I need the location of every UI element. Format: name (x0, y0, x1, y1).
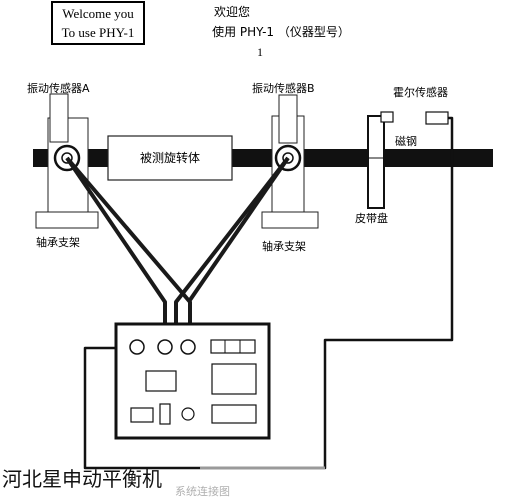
pulley-label: 皮带盘 (355, 211, 388, 225)
knob (181, 407, 195, 421)
rotor-label: 被测旋转体 (140, 150, 200, 165)
button-left (130, 407, 154, 423)
hall-sensor-cable (83, 116, 454, 470)
right-bearing-support (261, 94, 319, 229)
subtitle-text: 使用 PHY-1 （仪器型号） (212, 24, 350, 39)
input-port-3 (180, 339, 196, 355)
watermark-text: 河北星申动平衡机 (2, 467, 162, 491)
bearing-right-label: 轴承支架 (262, 239, 306, 253)
rotor-body (107, 135, 233, 181)
input-port-2 (157, 339, 173, 355)
page-number: 1 (257, 45, 263, 59)
welcome-line2: To use PHY-1 (62, 25, 135, 40)
switch-small (159, 403, 171, 425)
magnet (380, 111, 394, 123)
sensor-cables (65, 156, 290, 340)
button-right (211, 404, 257, 424)
hall-sensor (425, 111, 449, 125)
input-port-1 (129, 339, 145, 355)
sensor-b-label: 振动传感器B (252, 81, 315, 95)
main-shaft (33, 149, 493, 167)
hall-sensor-label: 霍尔传感器 (393, 86, 448, 99)
left-bearing-support (35, 93, 99, 229)
display-window-large (211, 363, 257, 395)
magnet-label: 磁钢 (395, 135, 417, 148)
instrument-unit (114, 322, 271, 440)
belt-pulley (367, 115, 385, 209)
greeting-text: 欢迎您 (214, 4, 250, 19)
diagram-caption: 系统连接图 (175, 485, 230, 498)
indicator-panel (210, 339, 256, 354)
sensor-a-label: 振动传感器A (27, 81, 90, 95)
display-window-small (145, 370, 177, 392)
welcome-line1: Welcome you (62, 6, 134, 21)
bearing-left-label: 轴承支架 (36, 235, 80, 249)
welcome-box: Welcome you To use PHY-1 (51, 1, 145, 45)
